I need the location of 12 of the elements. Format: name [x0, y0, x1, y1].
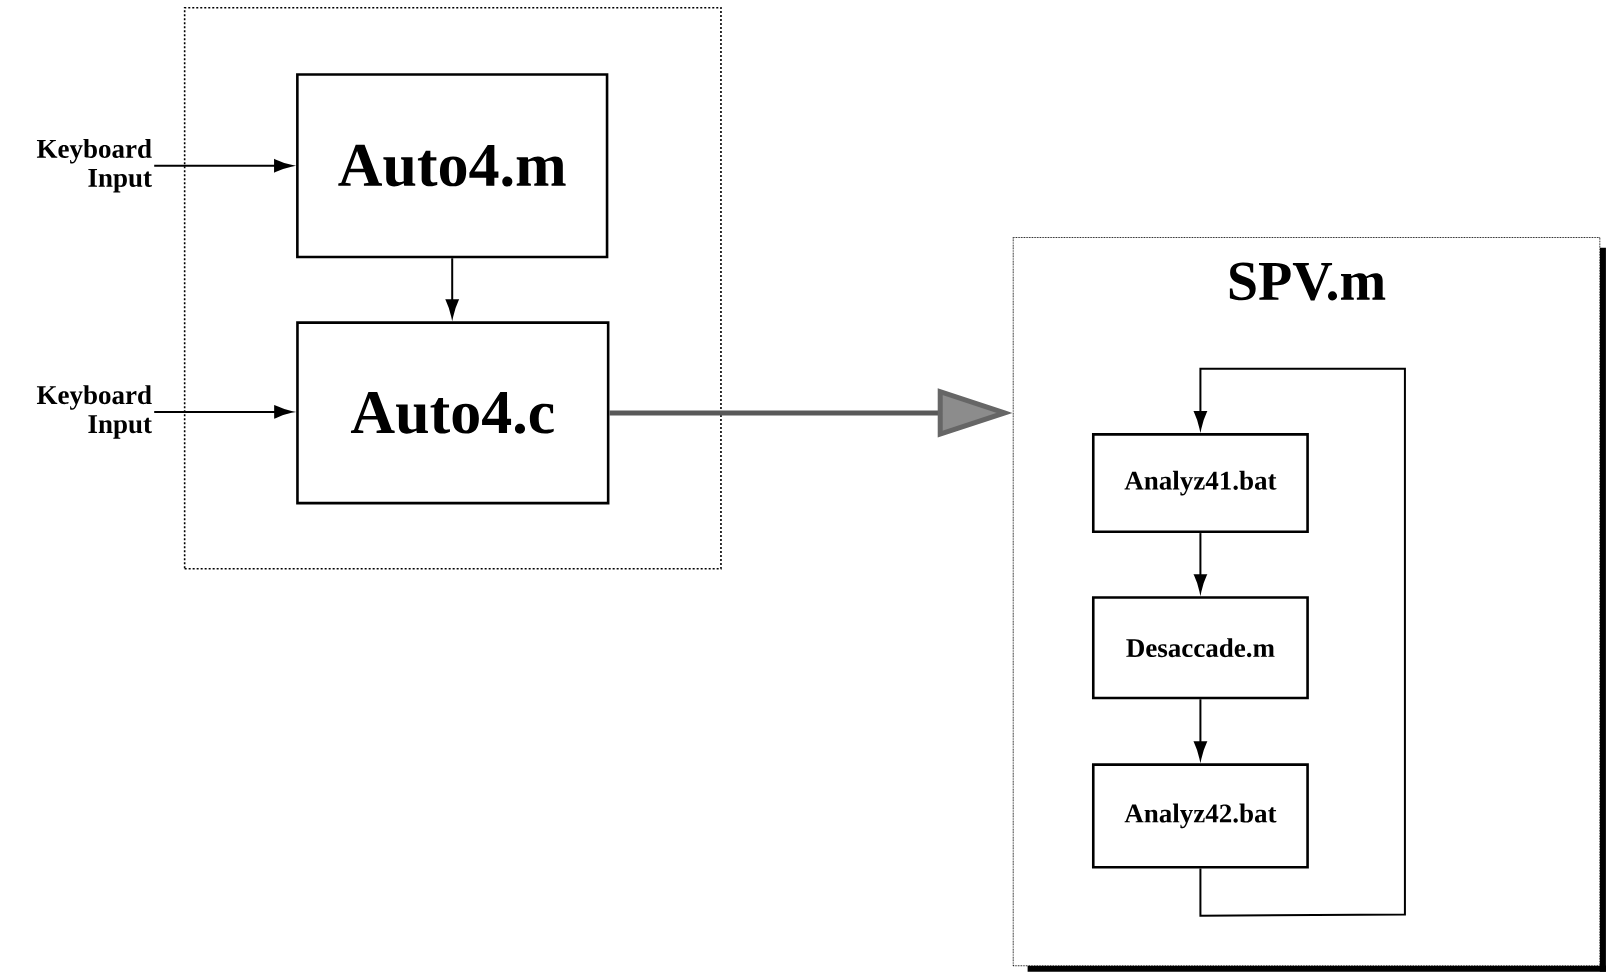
arrow	[1194, 367, 1406, 917]
input-label: Keyboard Input	[36, 138, 152, 193]
process-box: Auto4.m	[296, 73, 609, 259]
arrow	[445, 257, 459, 318]
process-box: Analyz41.bat	[1091, 433, 1309, 534]
arrow	[153, 405, 293, 419]
process-box: Analyz42.bat	[1091, 763, 1309, 869]
input-label: Keyboard Input	[36, 385, 152, 439]
process-box: Auto4.c	[296, 321, 610, 505]
process-box: Desaccade.m	[1091, 596, 1309, 700]
arrow	[153, 159, 293, 173]
dashed-group-box	[183, 7, 722, 570]
